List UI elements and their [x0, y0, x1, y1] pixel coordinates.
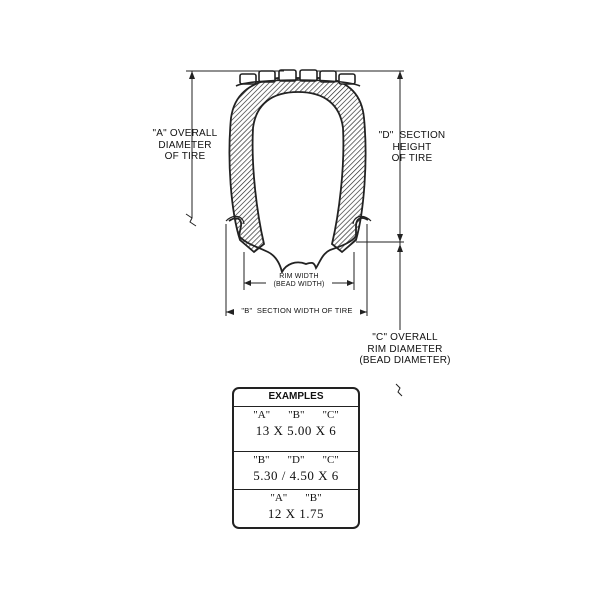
example-3-letter-b: "B" — [305, 492, 322, 504]
example-2-letter-c: "C" — [322, 454, 339, 466]
example-2-value: 5.30 / 4.50 X 6 — [253, 468, 339, 483]
example-1-letter-c: "C" — [322, 409, 339, 421]
example-row-2: "B" "D" "C" 5.30 / 4.50 X 6 — [234, 454, 358, 484]
tread-base — [235, 79, 361, 87]
example-2-letter-d: "D" — [287, 454, 305, 466]
examples-title: EXAMPLES — [268, 391, 324, 402]
example-2-letter-b: "B" — [253, 454, 270, 466]
arrowheads — [189, 71, 403, 315]
example-row-1: "A" "B" "C" 13 X 5.00 X 6 — [234, 409, 358, 439]
example-1-letter-b: "B" — [288, 409, 305, 421]
examples-divider — [234, 406, 358, 407]
tread-blocks — [239, 69, 356, 85]
label-a-overall-diameter: "A" OVERALL DIAMETER OF TIRE — [152, 128, 218, 162]
label-b-section-width: "B" SECTION WIDTH OF TIRE — [234, 306, 360, 316]
label-rim-width: RIM WIDTH (BEAD WIDTH) — [266, 273, 332, 290]
example-row-3: "A" "B" 12 X 1.75 — [234, 492, 358, 522]
example-3-letter-a: "A" — [270, 492, 288, 504]
examples-divider — [234, 451, 358, 452]
label-d-section-height: "D" SECTION HEIGHT OF TIRE — [378, 130, 446, 164]
example-3-value: 12 X 1.75 — [267, 506, 325, 521]
label-c-rim-diameter: "C" OVERALL RIM DIAMETER (BEAD DIAMETER) — [359, 332, 451, 366]
rim — [228, 217, 369, 275]
example-1-value: 13 X 5.00 X 6 — [255, 423, 337, 438]
examples-divider — [234, 489, 358, 490]
example-1-letter-a: "A" — [253, 409, 271, 421]
tire-wall — [228, 77, 367, 254]
examples-box: EXAMPLES "A" "B" "C" 13 X 5.00 X 6 "B" "… — [232, 387, 360, 529]
